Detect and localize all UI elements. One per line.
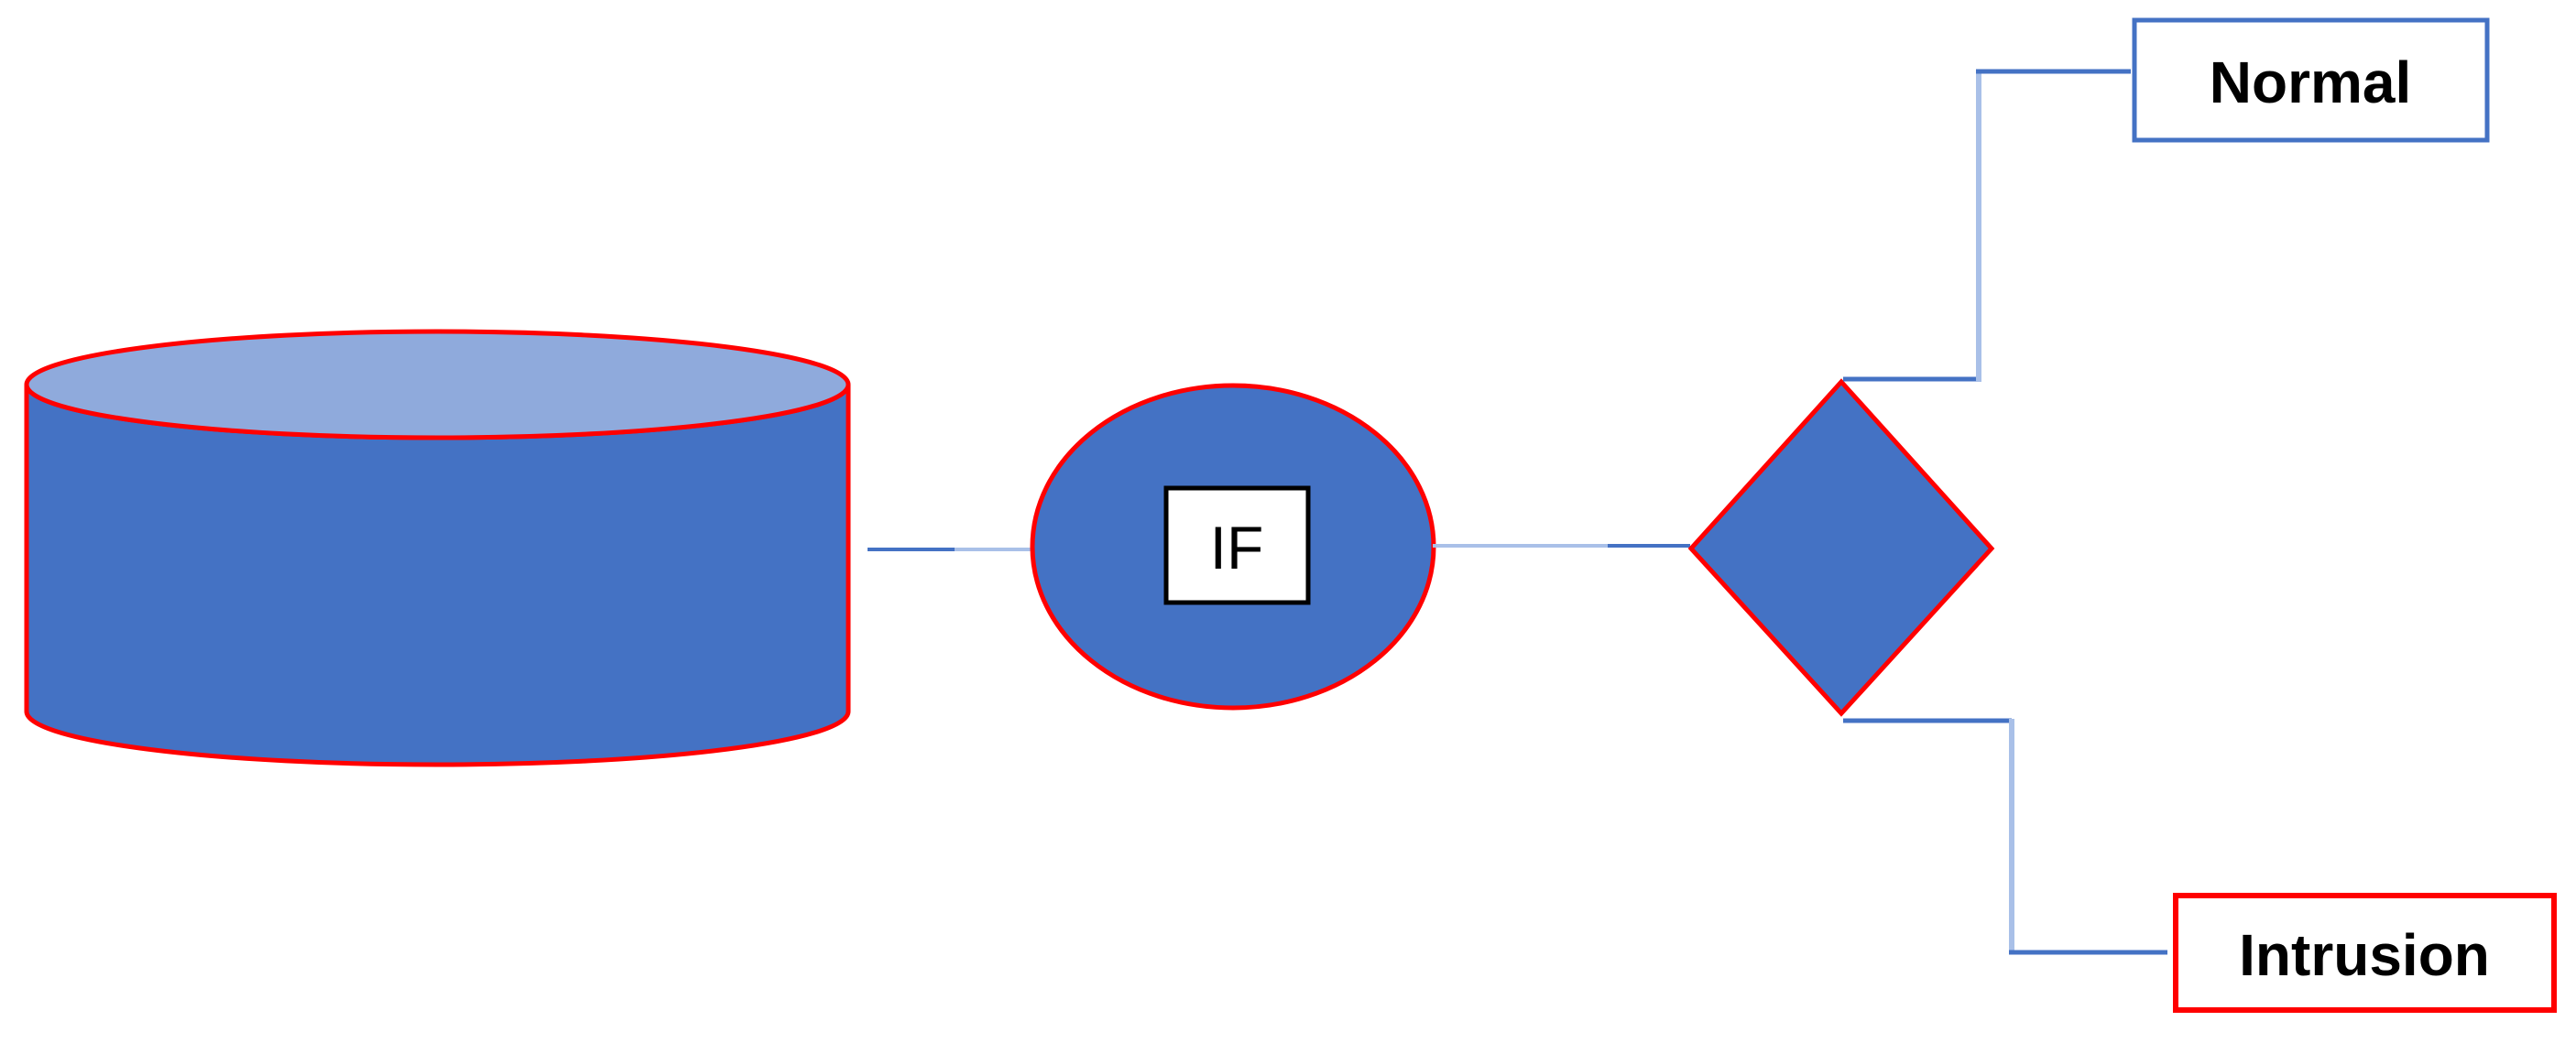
normal-label: Normal [2210,49,2412,115]
decision-diamond [1687,378,1995,717]
database-cylinder-icon [24,329,851,767]
cylinder-body [24,384,851,767]
if-label-box [1163,485,1311,605]
intrusion-outcome-node: Intrusion [2173,893,2557,1013]
intrusion-box [2173,893,2557,1013]
if-label: IF [1210,514,1264,581]
normal-outcome-node: Normal [2132,17,2490,143]
connector-decision-to-intrusion [1843,718,2167,955]
intrusion-label: Intrusion [2239,922,2490,988]
classifier-node: IF [1030,383,1436,711]
connector-decision-to-normal [1843,69,2131,382]
cylinder-top-face [24,329,851,440]
normal-box [2132,17,2490,143]
